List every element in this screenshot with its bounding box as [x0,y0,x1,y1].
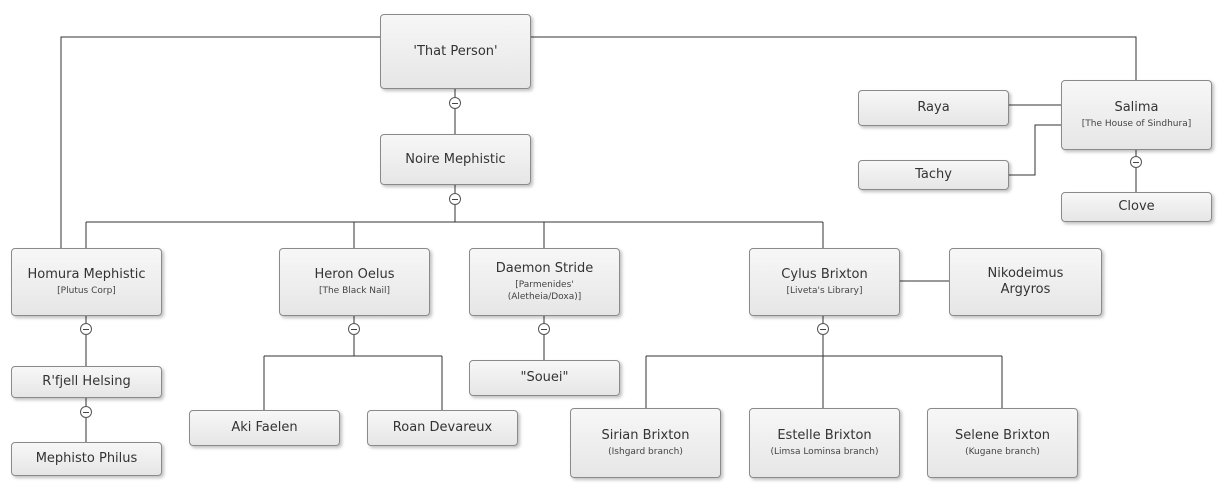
node-raya[interactable]: Raya [858,90,1009,126]
node-name: Raya [917,100,950,115]
node-name: Daemon Stride [495,261,594,276]
node-name: Aki Faelen [231,420,298,435]
node-name: Homura Mephistic [27,267,146,282]
collapse-toggle-noire[interactable] [449,193,461,205]
node-name: Estelle Brixton [777,428,872,443]
node-name: Roan Devareux [392,420,493,435]
collapse-toggle-daemon[interactable] [538,323,550,335]
node-name: Clove [1118,199,1155,214]
node-name: Noire Mephistic [405,151,506,167]
connector-line [263,316,443,410]
node-name: "Souei" [520,370,569,385]
collapse-toggle-heron[interactable] [348,323,360,335]
node-subtitle: (Limsa Lominsa branch) [770,447,879,457]
collapse-toggle-that-person[interactable] [449,97,461,109]
node-estelle[interactable]: Estelle Brixton (Limsa Lominsa branch) [749,408,900,478]
node-name: 'That Person' [413,43,498,59]
collapse-toggle-rfjell[interactable] [80,406,92,418]
node-homura[interactable]: Homura Mephistic [Plutus Corp] [11,248,162,316]
connector-line [1009,124,1061,176]
node-subtitle: [Plutus Corp] [57,286,116,296]
connector-line [60,36,380,248]
node-tachy[interactable]: Tachy [858,160,1009,190]
node-selene[interactable]: Selene Brixton (Kugane branch) [927,408,1078,478]
node-noire[interactable]: Noire Mephistic [380,134,531,185]
node-subtitle: [Parmenides' (Aletheia/Doxa)] [507,280,582,302]
node-name: Nikodeimus Argyros [987,266,1064,297]
connector-line [531,36,1137,80]
node-name: Mephisto Philus [35,451,138,466]
node-name: Tachy [915,167,952,182]
node-name: Heron Oelus [314,267,395,282]
node-salima[interactable]: Salima [The House of Sindhura] [1061,80,1212,150]
node-mephisto[interactable]: Mephisto Philus [11,442,162,476]
node-rfjell[interactable]: R'fjell Helsing [11,366,162,398]
node-subtitle: (Ishgard branch) [608,447,683,457]
node-name: Salima [1114,100,1159,115]
node-subtitle: [The House of Sindhura] [1081,119,1192,129]
collapse-toggle-cylus[interactable] [817,323,829,335]
node-nikodeimus[interactable]: Nikodeimus Argyros [949,248,1102,316]
node-roan[interactable]: Roan Devareux [367,410,518,446]
node-name: R'fjell Helsing [42,374,131,389]
node-subtitle: (Kugane branch) [965,447,1040,457]
node-cylus[interactable]: Cylus Brixton [Liveta's Library] [749,248,900,316]
node-name: Cylus Brixton [781,267,868,282]
node-souei[interactable]: "Souei" [469,360,620,396]
connector-line [645,316,1003,408]
node-subtitle: [Liveta's Library] [786,286,863,296]
collapse-toggle-salima[interactable] [1130,156,1142,168]
collapse-toggle-homura[interactable] [80,323,92,335]
node-name: Selene Brixton [954,428,1051,443]
node-daemon[interactable]: Daemon Stride [Parmenides' (Aletheia/Doxa… [469,248,620,316]
node-name: Sirian Brixton [601,428,690,443]
node-heron[interactable]: Heron Oelus [The Black Nail] [279,248,430,316]
node-aki[interactable]: Aki Faelen [189,410,340,446]
node-subtitle: [The Black Nail] [318,286,391,296]
node-that-person[interactable]: 'That Person' [380,14,531,89]
node-sirian[interactable]: Sirian Brixton (Ishgard branch) [570,408,721,478]
node-clove[interactable]: Clove [1061,192,1212,222]
